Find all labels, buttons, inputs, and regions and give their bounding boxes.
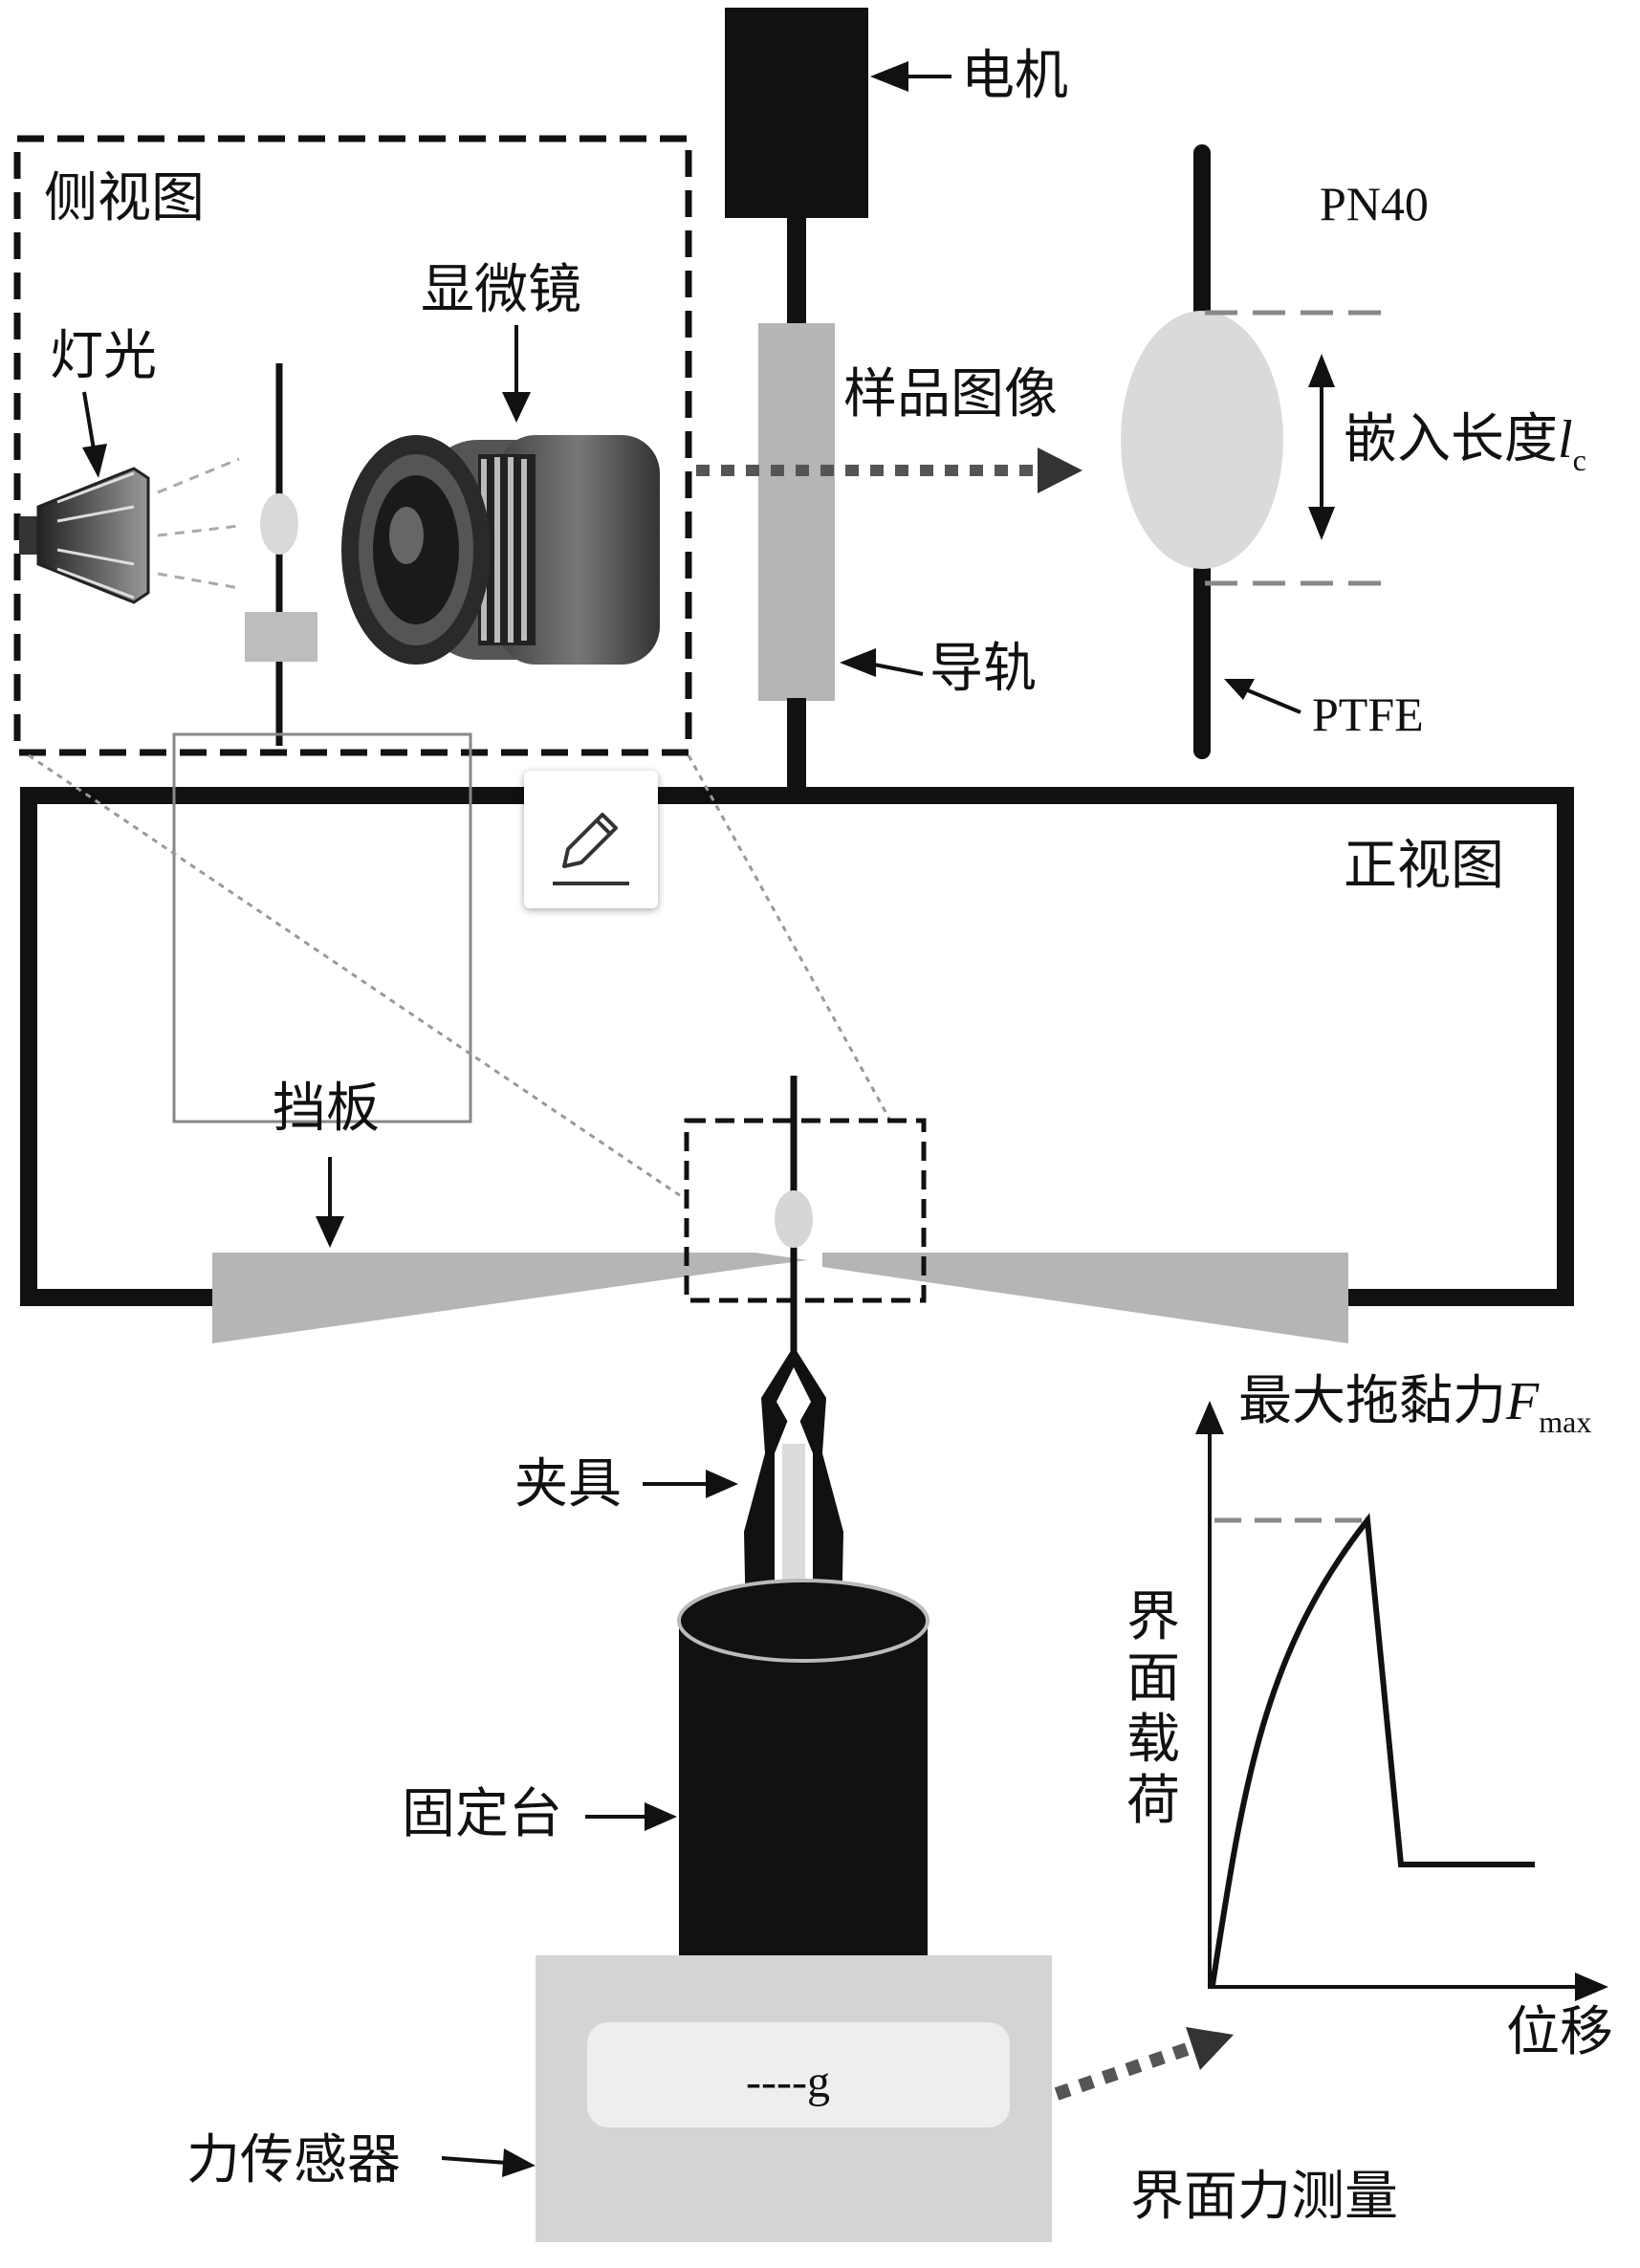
fixed-stage-label: 固定台	[402, 1783, 562, 1845]
sample-image-arrowhead	[1038, 447, 1082, 493]
fixture-label: 夹具	[514, 1453, 622, 1516]
max-force-subscript: max	[1539, 1405, 1592, 1439]
pencil-icon	[553, 813, 629, 885]
motor-shaft	[787, 215, 806, 325]
side-droplet	[260, 493, 298, 555]
force-sensor-arrow-shaft	[441, 2156, 508, 2165]
ptfe-label: PTFE	[1312, 687, 1424, 741]
side-view-box	[13, 135, 692, 756]
force-sensor-arrow	[502, 2148, 536, 2177]
light-label: 灯光	[50, 325, 157, 387]
embed-length-subscript: c	[1572, 443, 1586, 477]
baffle-arrow	[316, 1216, 344, 1248]
edit-button[interactable]	[524, 771, 658, 908]
side-holder	[245, 612, 317, 662]
projection-line-right	[687, 754, 891, 1120]
microscope-arrow	[502, 392, 531, 423]
interface-force-measurement-label: 界面力测量	[1130, 2166, 1398, 2228]
baffle-left	[212, 1253, 808, 1343]
max-force-symbol: F	[1506, 1372, 1540, 1431]
chart-x-arrow	[1575, 1973, 1608, 2001]
fixed-stage-top	[677, 1579, 929, 1663]
motor-arrow	[870, 61, 908, 92]
interface-load-label: 界面载荷	[1126, 1586, 1180, 1832]
microscope-label: 显微镜	[421, 259, 581, 321]
front-droplet	[775, 1190, 813, 1248]
front-view-selection-rect	[172, 732, 472, 1123]
embed-length-symbol: l	[1558, 410, 1573, 469]
guide-rail-arrow	[840, 648, 876, 677]
pn40-droplet	[1121, 311, 1283, 569]
front-view-label: 正视图	[1344, 835, 1504, 897]
light-beam	[157, 457, 240, 590]
ptfe-arrow	[1224, 679, 1255, 700]
motor-label: 电机	[961, 45, 1068, 107]
chart-y-arrow	[1195, 1401, 1224, 1434]
ptfe-arrow-shaft	[1242, 687, 1301, 714]
guide-rail-label: 导轨	[929, 638, 1037, 700]
lamp-icon	[19, 467, 150, 604]
measurement-dotted-arrow	[1054, 2039, 1198, 2101]
guide-rail-arrow-shaft	[873, 663, 924, 676]
embed-length-text: 嵌入长度	[1344, 408, 1558, 470]
chart-load-curve	[1210, 1513, 1535, 1986]
front-view-frame	[20, 787, 1574, 1306]
max-force-text: 最大拖黏力	[1238, 1370, 1506, 1432]
baffle-label: 挡板	[273, 1078, 380, 1140]
motor-block	[725, 8, 868, 218]
rail-to-frame-shaft	[787, 698, 806, 794]
pn40-label: PN40	[1320, 177, 1429, 230]
sample-image-label: 样品图像	[843, 363, 1058, 425]
light-arrow	[82, 444, 107, 478]
embed-length-arrowhead-bottom	[1308, 507, 1335, 540]
fixed-stage-arrow	[645, 1802, 677, 1831]
fixture-clamp	[744, 1346, 843, 1625]
side-view-label: 侧视图	[44, 167, 205, 229]
guide-rail-block	[758, 323, 835, 701]
front-view-zoom-box	[684, 1118, 927, 1303]
displacement-label: 位移	[1506, 2001, 1613, 2063]
embed-length-arrowhead-top	[1308, 354, 1335, 387]
light-arrow-shaft	[82, 391, 96, 450]
force-sensor-display	[587, 2022, 1010, 2127]
embed-length-label: 嵌入长度lc	[1344, 410, 1586, 477]
fixture-arrow	[706, 1470, 738, 1498]
measurement-arrowhead	[1186, 2027, 1234, 2070]
force-sensor-label: 力传感器	[186, 2129, 401, 2192]
microscope-icon	[341, 435, 660, 665]
force-readout: ----g	[746, 2057, 830, 2107]
fixed-stage-body	[679, 1621, 928, 1955]
baffle-right	[822, 1253, 1348, 1343]
max-force-label: 最大拖黏力Fmax	[1238, 1372, 1592, 1439]
